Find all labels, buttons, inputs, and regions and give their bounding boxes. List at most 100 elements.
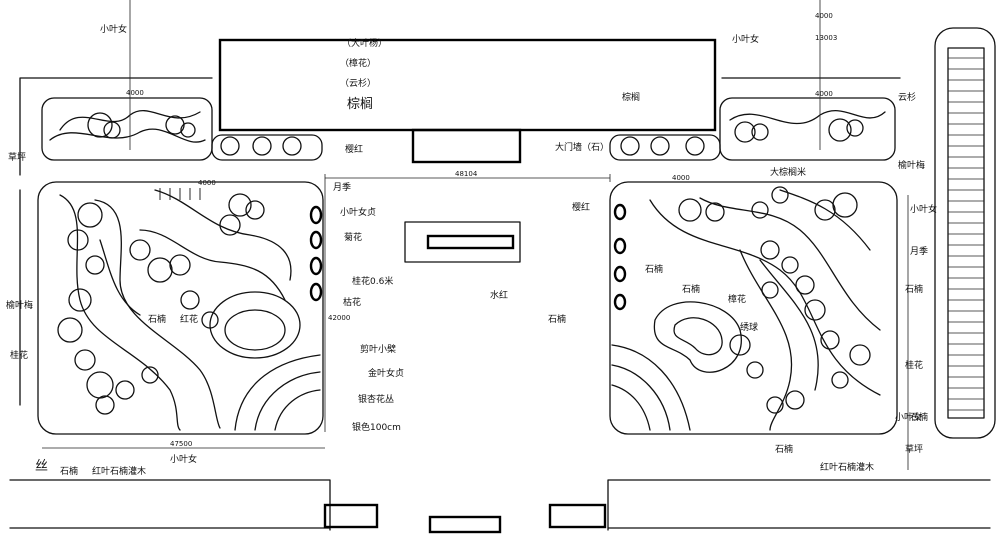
tree-symbol [785,390,805,410]
label-left-mid-8: 银杏花丛 [358,393,394,405]
tree-symbol [129,239,151,261]
label-right-bot-4: 红叶石楠灌木 [820,461,874,473]
tree-symbol [169,254,191,276]
label-right-mid-6: 石楠 [645,263,663,275]
label-left-bot-1: 银色100cm [352,421,401,433]
tree-symbol [77,202,103,228]
building-label-3: （云杉） [340,77,376,89]
tree-symbol [820,330,840,350]
tree-symbol [761,281,779,299]
tree-symbol [729,334,751,356]
tree-symbol [74,349,96,371]
dim-side-c: 4000 [815,12,833,20]
tree-symbol [831,371,849,389]
tree-symbol [766,396,784,414]
label-left-garden-2: 红花 [180,313,198,325]
label-left-side-2: 桂花 [10,349,28,361]
label-left-bot-4: 丝 [35,459,48,474]
tree-symbol [147,257,173,283]
label-left-side-1: 榆叶梅 [6,299,33,311]
label-right-mid-12: 桂花 [905,359,923,371]
label-right-mid-7: 石楠 [682,283,700,295]
dim-top-width: 48104 [455,170,478,178]
tree-symbol [678,198,702,222]
label-left-mid-7: 金叶女贞 [368,367,404,379]
label-left-top-2: 草坪 [8,151,26,163]
tree-symbol [705,202,725,222]
dim-top-b: 13003 [815,34,837,42]
label-right-mid-1: 大棕榈米 [770,166,806,178]
label-left-mid-4: 桂花0.6米 [352,275,393,287]
tree-symbol [760,240,780,260]
tree-symbol [781,256,799,274]
label-left-mid-1: 小叶女贞 [340,206,376,218]
bollards [309,203,627,311]
tree-symbol [201,311,219,329]
tree-symbol [219,214,241,236]
main-building [218,38,717,164]
label-center-1: 水红 [490,289,508,301]
dim-side-a: 4000 [198,179,216,187]
building-label-4: 棕榈 [347,97,373,112]
tree-symbol [86,371,114,399]
left-garden [37,181,324,435]
label-left-bot-2: 红叶石楠灌木 [92,465,146,477]
label-left-garden-1: 石楠 [148,313,166,325]
label-left-bot-5: 石楠 [60,465,78,477]
dimension-lines [42,0,821,449]
label-right-mid-9: 绣球 [740,321,758,333]
tree-symbol [746,361,764,379]
tree-symbol [832,192,858,218]
label-left-top-1: 小叶女 [100,23,127,35]
right-garden [609,181,898,435]
label-right-mid-5: 石楠 [905,283,923,295]
label-left-mid-3: 枯花 [343,296,361,308]
label-center-2: 大门墙（石） [555,141,609,153]
label-left-mid-5: 月季 [333,181,351,193]
dim-side-b: 4000 [672,174,690,182]
tree-symbol [245,200,265,220]
dim-left-width: 47500 [170,440,192,448]
building-label-1: （大叶杨） [342,37,387,49]
plan-labels: （大叶杨） （樟花） （云杉） 棕榈 48104 47500 42000 400… [6,12,937,477]
dim-left-height: 42000 [328,314,350,322]
label-right-mid-4: 月季 [910,245,928,257]
label-right-mid-11: 石楠 [548,313,566,325]
label-right-mid-3: 小叶女 [910,203,937,215]
gate-blocks [323,503,607,534]
right-striped-building [934,27,996,439]
label-right-mid-2: 榆叶梅 [898,159,925,171]
label-left-top-3: 樱红 [345,143,363,155]
tree-symbol [57,317,83,343]
building-label-2: （樟花） [340,57,376,69]
tree-symbol [67,229,89,251]
tree-symbol [141,366,159,384]
tree-symbol [228,193,252,217]
tree-symbol [115,380,135,400]
label-right-top-4: 樱红 [572,201,590,213]
label-right-bot-1: 小叶女 [895,411,922,423]
tree-symbol [180,290,200,310]
tree-symbol [849,344,871,366]
center-sign [404,221,521,263]
label-right-top-1: 棕榈 [622,91,640,103]
label-right-bot-3: 石楠 [910,411,928,423]
tree-symbol [814,199,836,221]
label-right-mid-10: 石楠 [775,443,793,455]
tree-symbol [68,288,92,312]
label-right-top-2: 小叶女 [732,33,759,45]
tree-symbol [771,186,789,204]
label-left-bot-3: 小叶女 [170,453,197,465]
label-right-bot-2: 草坪 [905,443,923,455]
road-lines [9,77,991,531]
label-right-top-3: 云杉 [898,91,916,103]
tree-symbol [95,395,115,415]
tree-symbol [795,275,815,295]
dim-top-a: 4000 [126,89,144,97]
label-right-mid-8: 樟花 [728,293,746,305]
tree-symbol [804,299,826,321]
label-left-mid-2: 菊花 [344,231,362,243]
tree-symbol [85,255,105,275]
tree-symbol [751,201,769,219]
